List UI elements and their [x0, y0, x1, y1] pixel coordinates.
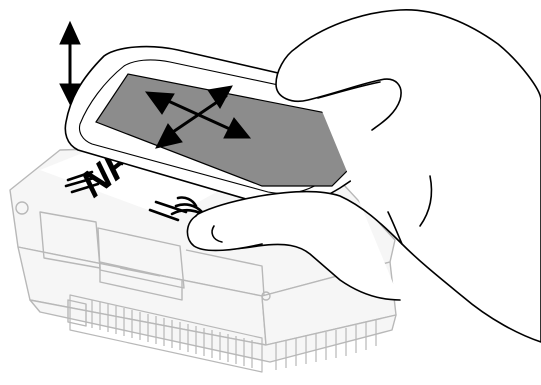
four-way-arrow-icon	[144, 85, 252, 149]
hand	[186, 9, 541, 343]
vertical-double-arrow-icon	[59, 20, 81, 106]
